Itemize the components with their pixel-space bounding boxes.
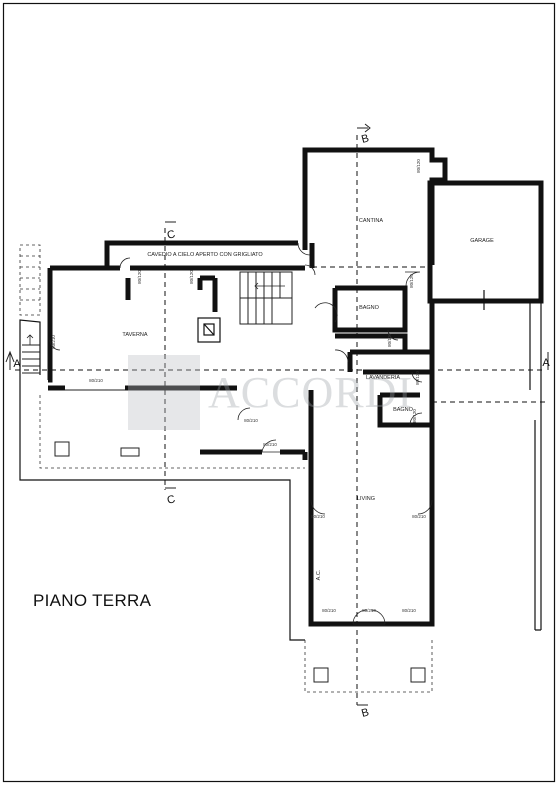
dim-3: 80/120 xyxy=(409,274,414,288)
door-cantina xyxy=(304,264,316,276)
garage-ramp xyxy=(432,299,542,631)
dim-11: 80/210 xyxy=(311,514,325,519)
section-a-left-label: A xyxy=(13,358,21,370)
watermark-text: ACCORDI xyxy=(208,368,414,417)
dim-5: 80/120 xyxy=(415,371,420,385)
garage-door-marker xyxy=(478,290,490,310)
porch-outline-south xyxy=(304,640,433,693)
door-lavanderia-2 xyxy=(334,349,349,363)
door-cavedio-2 xyxy=(297,242,311,256)
room-garage: GARAGE xyxy=(470,238,494,244)
door-living-east xyxy=(417,499,433,515)
section-c-top-label: C xyxy=(166,228,177,242)
watermark-logo xyxy=(128,355,200,430)
exterior-stairs xyxy=(19,244,41,374)
pillar-4 xyxy=(410,667,426,683)
door-cavedio xyxy=(119,257,131,269)
partition-front-porch xyxy=(200,449,308,460)
wall-cantina xyxy=(302,147,448,265)
fireplace xyxy=(197,317,221,343)
door-bagno-2 xyxy=(409,412,423,426)
pillar-1 xyxy=(54,441,70,457)
dim-0: 80/120 xyxy=(416,159,421,173)
section-a-right-label: A xyxy=(542,357,550,369)
pillar-3 xyxy=(313,667,329,683)
dim-13: 80/210 xyxy=(322,608,336,613)
pillar-2 xyxy=(120,447,140,457)
dim-9: 80/210 xyxy=(244,418,258,423)
room-bagno-2: BAGNO xyxy=(393,407,414,413)
room-lavanderia: LAVANDERIA xyxy=(366,375,400,381)
dim-15: 80/210 xyxy=(402,608,416,613)
partition-bagno-lower xyxy=(377,392,430,428)
section-marker-b-top: B xyxy=(357,123,371,146)
partition-bagno xyxy=(332,285,408,333)
section-marker-b-bottom: B xyxy=(357,704,370,720)
wall-garage xyxy=(427,180,544,304)
section-marker-a-right: A xyxy=(542,352,550,370)
room-bagno-1: BAGNO xyxy=(359,305,380,311)
section-marker-c-top: C xyxy=(165,221,177,242)
door-wc xyxy=(387,329,399,341)
door-living-south xyxy=(352,609,386,625)
room-cantina: CANTINA xyxy=(359,218,383,224)
room-taverna: TAVERNA xyxy=(122,332,147,338)
porch-outline-west xyxy=(39,395,305,469)
section-c-bottom-label: C xyxy=(166,493,177,507)
partition-bagno-2 xyxy=(335,333,408,352)
dim-7: 80/210 xyxy=(89,378,103,383)
wall-taverna xyxy=(47,265,305,383)
plan-title: PIANO TERRA xyxy=(33,591,152,610)
section-marker-a-left: A xyxy=(5,350,21,370)
section-b-top-label: B xyxy=(360,132,370,145)
door-taverna xyxy=(49,339,61,351)
room-ac: A.C. xyxy=(316,569,322,580)
staircase xyxy=(239,271,293,325)
dim-6: 80/120 xyxy=(412,409,417,423)
dim-14: 80/210 xyxy=(362,608,376,613)
door-living-west xyxy=(310,499,326,515)
door-stairs xyxy=(314,302,338,323)
door-bagno xyxy=(405,271,421,287)
dim-12: 80/210 xyxy=(412,514,426,519)
dim-8: 80/210 xyxy=(51,335,56,349)
wall-south-west xyxy=(19,375,305,641)
dim-1: 80/120 xyxy=(137,270,142,284)
dim-2: 80/120 xyxy=(189,270,194,284)
dim-10: 80/210 xyxy=(263,442,277,447)
section-b-bottom-label: B xyxy=(360,706,370,719)
door-lavanderia xyxy=(411,371,423,383)
room-living: LIVING xyxy=(357,496,375,502)
partition-lavanderia xyxy=(347,349,432,375)
section-marker-c-bottom: C xyxy=(165,487,177,507)
watermark: ACCORDI xyxy=(128,355,428,435)
room-cavedio: CAVEDIO A CIELO APERTO CON GRIGLIATO xyxy=(147,252,263,258)
wall-terrace xyxy=(19,319,41,375)
door-porch xyxy=(261,439,280,453)
door-front xyxy=(237,407,251,421)
partition-cavedio xyxy=(197,275,218,312)
dim-4: 80/120 xyxy=(387,333,392,347)
